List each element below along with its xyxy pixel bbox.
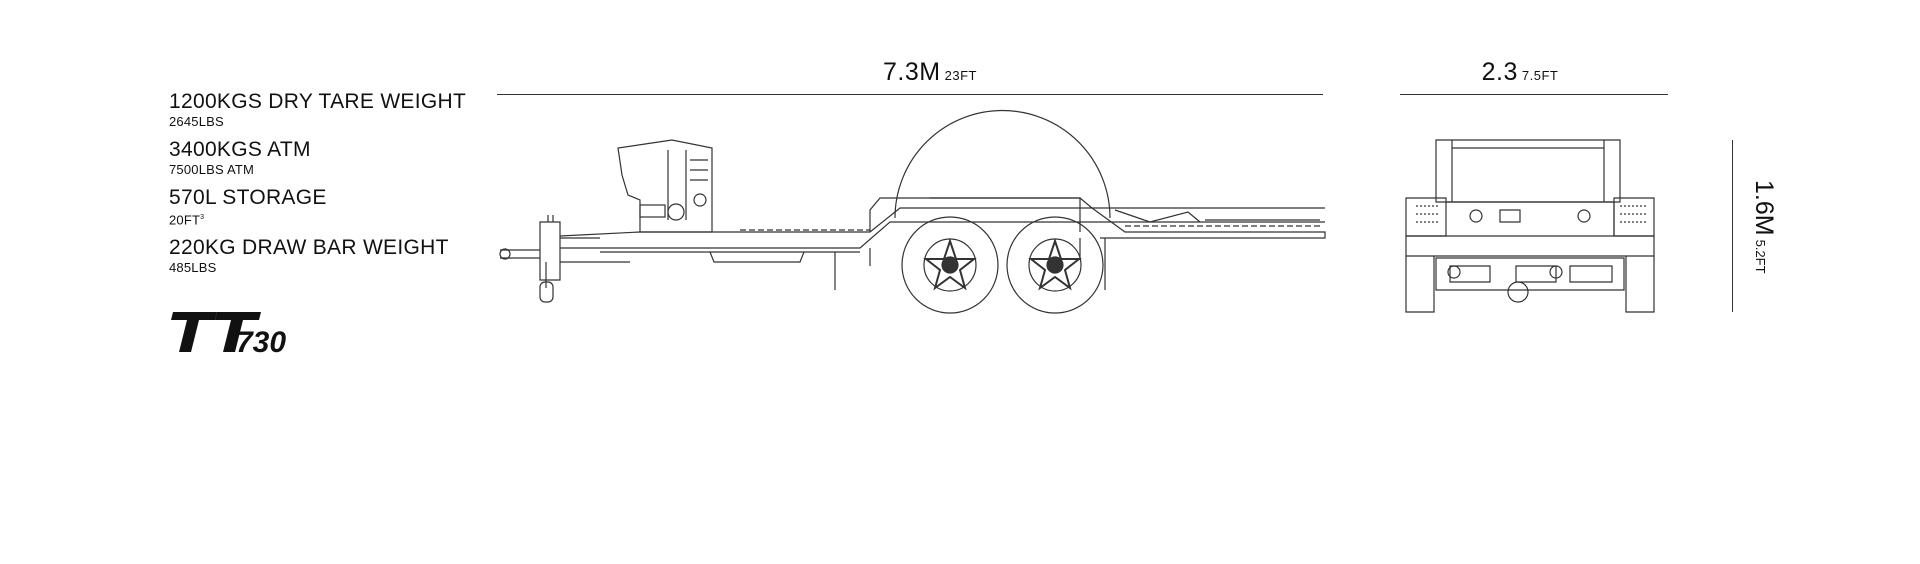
rear-fender-right	[1613, 197, 1655, 237]
spec-main: 570L STORAGE	[169, 186, 327, 209]
length-value: 7.3M	[883, 58, 941, 86]
spec-sub-superscript: 3	[200, 214, 205, 221]
spec-sub: 20FT3	[169, 210, 469, 228]
rear-fender-left	[1405, 197, 1447, 237]
height-dimension-line	[1732, 140, 1733, 312]
rear-wheel-hub	[941, 256, 959, 274]
spec-sub: 485LBS	[169, 260, 217, 276]
spec-atm: 3400KGS ATM 7500LBS ATM	[169, 138, 469, 178]
rear-toolbox-top	[1435, 139, 1621, 203]
rear-tyres	[1405, 256, 1655, 313]
spec-main: 1200KGS DRY TARE WEIGHT	[169, 90, 467, 113]
rear-hitch	[1507, 281, 1529, 303]
front-toolbox	[617, 139, 713, 233]
logo-number: 730	[236, 326, 286, 358]
spec-main: 3400KGS ATM	[169, 138, 311, 161]
front-wheel-tyre	[1006, 216, 1104, 314]
width-imperial: 7.5FT	[1521, 68, 1559, 83]
width-value: 2.3	[1481, 58, 1518, 86]
spec-sub: 2645LBS	[169, 114, 224, 129]
spec-storage: 570L STORAGE 20FT3	[169, 186, 469, 228]
width-dimension-line	[1400, 94, 1668, 95]
spec-tare-weight: 1200KGS DRY TARE WEIGHT 2645LBS	[169, 90, 469, 130]
length-dimension-line	[497, 94, 1323, 95]
trailer-rear-view	[1405, 139, 1655, 313]
jockey-wheel	[539, 262, 554, 303]
coupling	[499, 215, 630, 281]
tt730-logo: 730	[171, 312, 286, 358]
trailer-side-view	[499, 109, 1326, 314]
support-legs	[834, 238, 1106, 290]
front-wheel-hub	[1046, 256, 1064, 274]
spec-list: 1200KGS DRY TARE WEIGHT 2645LBS 3400KGS …	[169, 90, 469, 284]
spec-sub: 7500LBS ATM	[169, 162, 255, 177]
length-imperial: 23FT	[944, 68, 977, 83]
rear-wheel-tyre	[901, 216, 999, 314]
wheels	[894, 109, 1111, 314]
spec-draw-bar-weight: 220KG DRAW BAR WEIGHT 485LBS	[169, 236, 469, 276]
spec-sub-value: 20FT	[169, 212, 201, 228]
chassis	[559, 197, 1326, 263]
deck-detail	[740, 225, 1320, 231]
spec-main: 220KG DRAW BAR WEIGHT	[169, 236, 449, 260]
